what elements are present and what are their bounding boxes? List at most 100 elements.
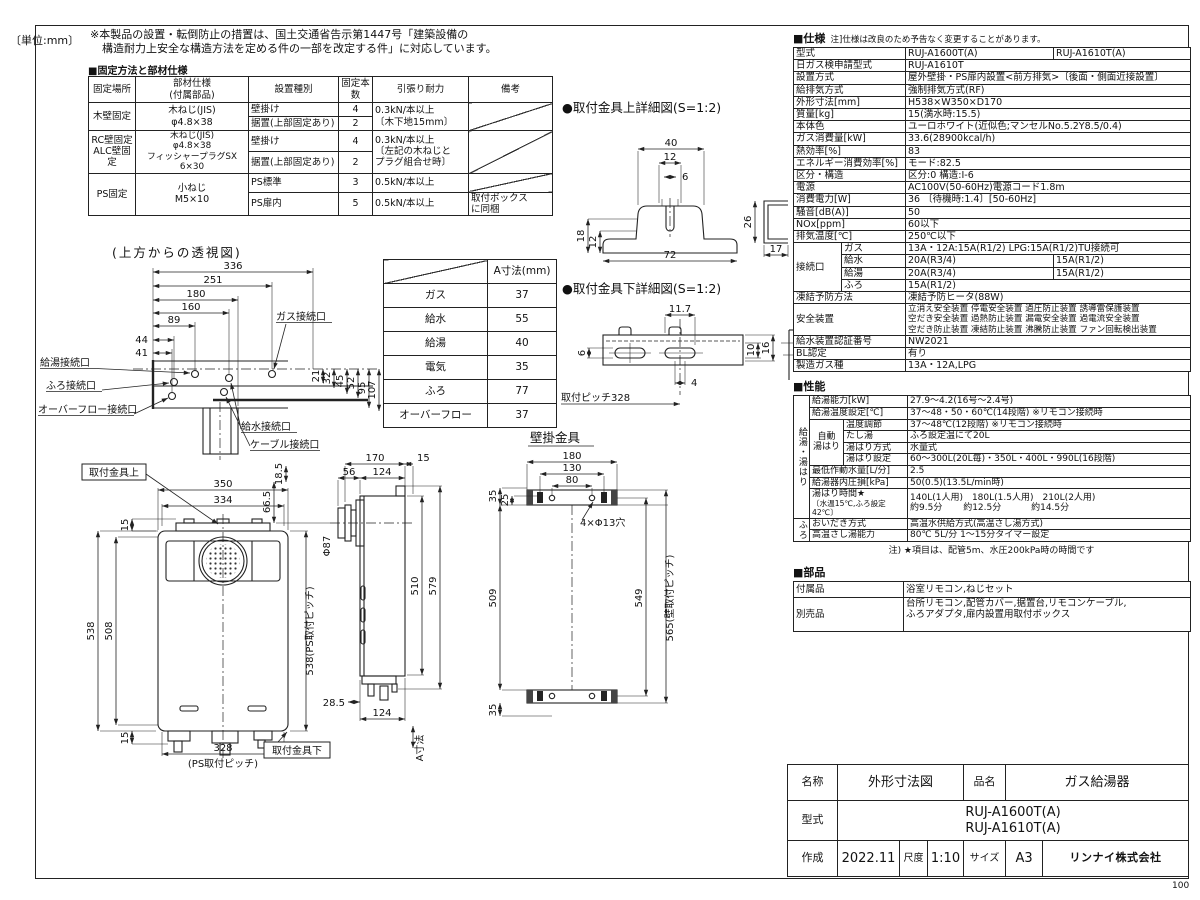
top-view-extensions [152,268,314,406]
creation-date: 2022.11 [837,840,900,877]
a-row-water-label: 給水 [383,307,488,332]
spec-nox-value: 60以下 [905,217,1192,232]
rc-type1: 壁掛け [248,129,339,153]
spec-vent-label: 給排気方式 [792,83,907,97]
dim-40: 40 [665,138,678,149]
perf-oidaki-value: 高温水供給方式(高温さし湯方式) [907,517,1192,531]
name-label: 名称 [787,764,838,801]
dim-44: 44 [135,335,148,346]
perf-min-flow-label: 最低作動水量[L/分] [808,464,909,478]
perf-fill-time-label-line2: 〔水温15℃,ふろ設定42℃〕 [812,498,886,517]
perf-temp-adj-value: 37～48℃(12段階) ※リモコン接続時 [907,418,1192,432]
parts-table: 付属品浴室リモコン,ねじセット 別売品台所リモコン,配管カバー,据置台,リモコン… [793,580,1191,632]
dim-56: 56 [343,467,356,478]
perf-fill-time-label-line1: 湯はり時間★ [812,489,866,500]
wood-n1: 4 [338,102,373,117]
parts-included-value: 浴室リモコン,ねじセット [903,580,1191,598]
wood-remarks-blank [468,102,553,131]
corner-number: 100 [1172,881,1190,891]
parts-optional-value: 台所リモコン,配管カバー,据置台,リモコンケーブル, ふろアダプタ,扉内設置用取… [903,596,1191,632]
dim-25: 25 [500,494,511,507]
wall-bracket-body [526,489,668,704]
bracket-bottom-body [602,319,744,395]
perf-temp-adj-label: 温度調節 [842,418,909,432]
dim-4: 4 [691,378,697,389]
dim-66-5: 66.5 [262,491,273,513]
dim-565-wall-pitch: 565(壁取付ピッチ) [663,554,676,641]
a-row-electric-label: 電気 [383,355,488,380]
spec-efficiency-value: 83 [905,144,1192,158]
fixing-row-rc-1: RC壁固定 ALC壁固定 木ねじ(JIS) φ4.8×38 フィッシャープラグS… [88,129,553,174]
parts-title: ■部品 [793,565,826,579]
spec-conn-bath-value: 15A(R1/2) [905,278,1192,293]
a-table-header-row: A寸法(mm) [383,259,557,284]
spec-title: ■仕様 [793,32,826,45]
spec-power-value: AC100V(50-60Hz)電源コード1.8m [905,181,1192,195]
model-label: 型式 [787,800,838,841]
spec-power-consumption-value: 36 〔待機時:1.4〕[50-60Hz] [905,193,1192,207]
bracket-top-title: ●取付金具上詳細図(S=1:2) [562,100,722,115]
perf-capacity-label: 給湯能力[kW] [808,395,909,408]
dim-170: 170 [365,453,384,464]
spec-energy-label: エネルギー消費効率[%] [792,156,907,171]
wood-n2: 2 [338,116,373,131]
spec-conn-gas-label: ガス [840,242,907,256]
spec-weight-value: 15(満水時:15.5) [905,108,1192,122]
spec-water-cert-label: 給水装置認証番号 [792,334,907,348]
a-row-hot-label: 給湯 [383,331,488,356]
perf-group-bath: ふろ [793,517,810,542]
overflow-connection-label: オーバーフロー接続口 [38,403,137,416]
dim-15-bottom: 15 [120,732,131,745]
water-connection-label: 給水接続口 [241,420,291,433]
perf-setting-label: 湯はり設定 [842,453,909,466]
spec-category-value: 区分:0 構造:I-6 [905,169,1192,183]
fixing-header-strength: 引張り耐力 [372,76,469,103]
company-name: リンナイ株式会社 [1042,840,1190,877]
spec-conn-hot-label: 給湯 [840,266,907,280]
top-view-title: (上方からの透視図) [112,245,242,260]
dim-95: 95 [357,382,368,395]
ps-s1: 0.5kN/本以上 [372,172,469,193]
dim-80: 80 [566,475,579,486]
perf-group-hot: 給湯・湯はり [793,395,810,519]
perf-capacity-value: 27.9～4.2(16号～2.4号) [907,395,1192,408]
dim-510: 510 [410,576,421,595]
dim-328: 328 [213,743,232,754]
spec-exhaust-temp-value: 250℃以下 [905,230,1192,244]
rc-parts: 木ねじ(JIS) φ4.8×38 フィッシャープラグSX 6×30 [135,130,249,174]
perf-method-value: 水量式 [907,441,1192,455]
install-note-line1: ※本製品の設置・転倒防止の措置は、国土交通省告示第1447号「建築設備の [90,28,469,41]
bracket-top-side-view: 26 17 [743,200,789,258]
spec-vent-value: 強制排気方式(RF) [905,83,1192,97]
spec-gas-type-label: 製造ガス種 [792,359,907,373]
fixing-header-remarks: 備考 [468,76,553,103]
install-note: ※本製品の設置・転倒防止の措置は、国土交通省告示第1447号「建築設備の 構造耐… [90,28,497,57]
a-row-gas-label: ガス [383,283,488,308]
dim-350: 350 [213,479,232,490]
dim-32: 32 [322,372,333,385]
dim-35-bottom: 35 [488,704,499,717]
wood-parts: 木ねじ(JIS) φ4.8×38 [135,102,249,131]
fixing-header-type: 設置種別 [248,76,339,103]
ps-n2: 5 [338,191,373,216]
bath-connection-label: ふろ接続口 [46,379,96,392]
front-view-body [157,514,289,758]
dim-508: 508 [104,621,115,640]
spec-safety-value: 立消え安全装置 停電安全装置 過圧防止装置 誘導雷保護装置 空だき安全装置 過熱… [905,303,1192,336]
spec-freeze-label: 凍結予防方法 [792,291,907,305]
a-row-hot-value: 40 [487,331,557,356]
spec-water-cert-value: NW2021 [905,334,1192,348]
wood-type1: 壁掛け [248,102,339,117]
a-row-water-value: 55 [487,307,557,332]
spec-conn-water-label: 給水 [840,254,907,268]
dim-15-side: 15 [417,453,430,464]
wall-bracket-dimensions: 180 130 80 35 25 509 35 4×Φ13穴 549 565(壁… [488,451,676,716]
dim-124-bottom: 124 [372,708,391,719]
a-table-header: A寸法(mm) [487,259,557,284]
perf-fill-time-value-line2: 約9.5分 約12.5分 約14.5分 [910,503,1070,514]
wood-strength: 0.3kN/本以上 〔木下地15mm〕 [372,102,469,131]
perf-tashiyu-label: たし湯 [842,430,909,443]
